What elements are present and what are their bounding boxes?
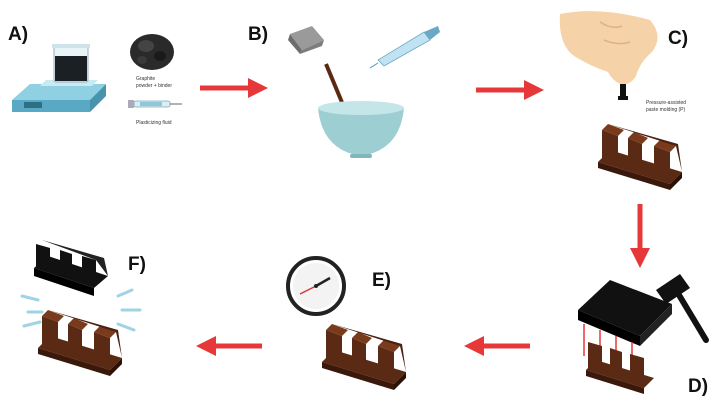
step-b: B) <box>248 24 440 158</box>
step-f: F) <box>22 240 146 376</box>
step-e-label: E) <box>372 270 391 291</box>
step-e: E) <box>288 258 406 390</box>
step-f-label: F) <box>128 254 146 275</box>
step-c-label: C) <box>668 28 688 49</box>
step-c: C) Pressure-assisted paste molding (P) <box>560 11 688 190</box>
syringe-icon <box>128 100 182 108</box>
step-a: A) Graphite powder + binder <box>8 24 182 126</box>
press-caption-2: paste molding (P) <box>646 107 686 113</box>
clock-icon <box>288 258 344 314</box>
step-a-label: A) <box>8 24 28 45</box>
dropper-icon <box>370 26 440 68</box>
lab-balance-icon <box>12 44 106 112</box>
press-caption-1: Pressure-assisted <box>646 100 686 106</box>
step-d: D) <box>578 274 708 397</box>
fluid-caption: Plasticizing fluid <box>136 120 172 126</box>
graphite-caption-2: powder + binder <box>136 83 172 89</box>
e-shaped-mold-icon <box>598 124 682 190</box>
graphite-pile-icon <box>130 34 174 70</box>
released-part <box>34 240 108 296</box>
e-shaped-mold-icon <box>322 324 406 390</box>
hand-press-icon <box>560 11 658 100</box>
e-shaped-mold-icon <box>586 342 654 394</box>
graphite-caption-1: Graphite <box>136 76 155 82</box>
step-d-label: D) <box>688 376 708 397</box>
step-b-label: B) <box>248 24 268 45</box>
additive-cube-icon <box>288 26 324 54</box>
e-shaped-mold-icon <box>38 310 122 376</box>
mixing-bowl-icon <box>318 64 404 158</box>
